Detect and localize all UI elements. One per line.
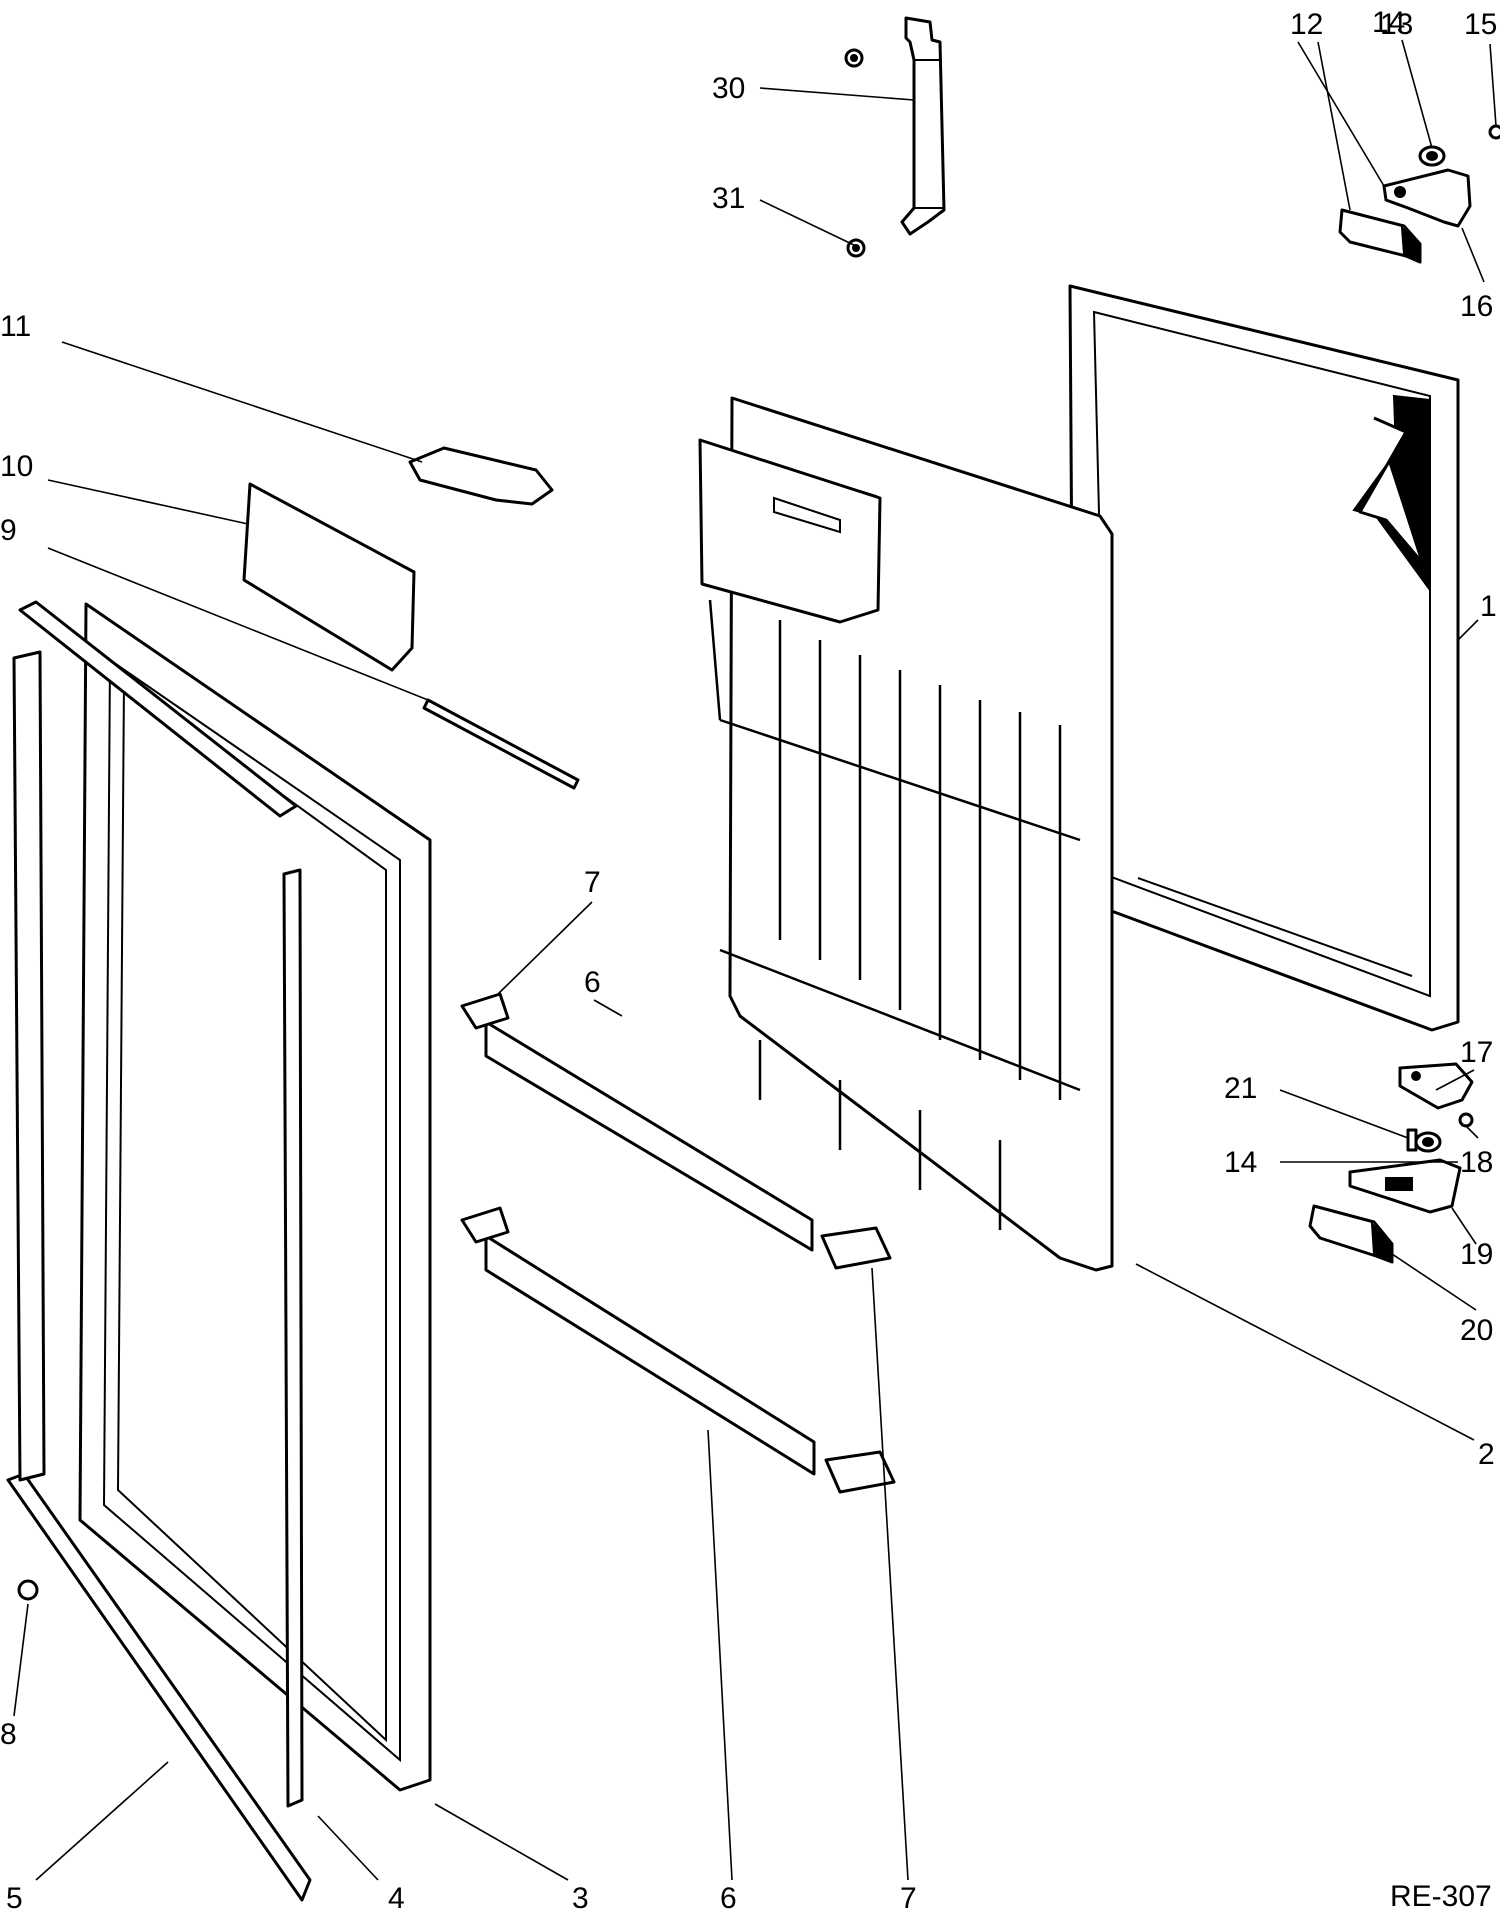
callout-15: 15 — [1464, 8, 1497, 41]
part-18-screw-lower — [1458, 1112, 1474, 1128]
callout-17: 17 — [1460, 1036, 1493, 1069]
part-14-washer-upper — [1418, 145, 1446, 167]
callout-8: 8 — [0, 1718, 17, 1751]
callout-14-upper: 14 — [1372, 6, 1405, 39]
callout-9: 9 — [0, 514, 17, 547]
callout-2: 2 — [1478, 1438, 1495, 1471]
part-1-door-frame — [1068, 284, 1460, 1032]
part-8-screw — [17, 1579, 39, 1601]
callout-16: 16 — [1460, 290, 1493, 323]
callout-11: 11 — [0, 310, 31, 343]
callout-labels: 1 2 3 4 5 6 6 7 7 8 9 10 11 12 13 14 15 … — [0, 6, 1497, 1915]
callout-7-lower: 7 — [900, 1882, 917, 1915]
callout-1: 1 — [1480, 590, 1497, 623]
part-7-upper-left-cap — [460, 992, 510, 1030]
part-6-lower-rail — [484, 1234, 816, 1476]
drawing-code: RE-307 — [1390, 1880, 1492, 1913]
part-7-lower-right-cap — [824, 1450, 896, 1494]
part-11-handle-cap — [408, 446, 554, 506]
callout-21: 21 — [1224, 1072, 1257, 1105]
part-17-hinge-plate — [1398, 1062, 1474, 1110]
callout-6-upper: 6 — [584, 966, 601, 999]
part-20-hinge-spacer — [1308, 1204, 1394, 1264]
part-31-nut-top — [844, 48, 864, 68]
callout-30: 30 — [712, 72, 745, 105]
part-3-door-gasket — [78, 602, 432, 1792]
part-13-upper-hinge — [1382, 168, 1472, 228]
callout-20: 20 — [1460, 1314, 1493, 1347]
part-15-screw-upper — [1488, 124, 1500, 140]
callout-31: 31 — [712, 182, 745, 215]
part-31-nut — [846, 238, 866, 258]
callout-18: 18 — [1460, 1146, 1493, 1179]
leader-lines — [13, 39, 1497, 1881]
part-14-washer-lower — [1414, 1131, 1442, 1153]
callout-19: 19 — [1460, 1238, 1493, 1271]
left-vertical-strip — [12, 650, 46, 1482]
part-19-lower-hinge — [1348, 1158, 1462, 1214]
callout-3: 3 — [572, 1882, 589, 1915]
part-9-rod — [422, 698, 580, 790]
part-21-pin — [1406, 1128, 1418, 1152]
part-6-upper-rail — [484, 1020, 814, 1252]
callout-12: 12 — [1290, 8, 1323, 41]
top-diagonal-strip — [18, 600, 298, 818]
callout-13: 13 — [1380, 8, 1413, 41]
part-30-bracket — [900, 16, 946, 236]
part-2-inner-liner — [698, 396, 1114, 1272]
part-12-hinge-spacer — [1338, 208, 1422, 264]
callout-6-lower: 6 — [720, 1882, 737, 1915]
part-4-right-strip — [282, 868, 304, 1808]
part-7-upper-right-cap — [820, 1226, 892, 1270]
callout-4: 4 — [388, 1882, 405, 1915]
part-7-lower-left-cap — [460, 1206, 510, 1244]
callout-7-upper: 7 — [584, 866, 601, 899]
callout-14-lower: 14 — [1224, 1146, 1257, 1179]
callout-5: 5 — [6, 1882, 23, 1915]
callout-10: 10 — [0, 450, 33, 483]
part-10-panel — [242, 482, 416, 672]
